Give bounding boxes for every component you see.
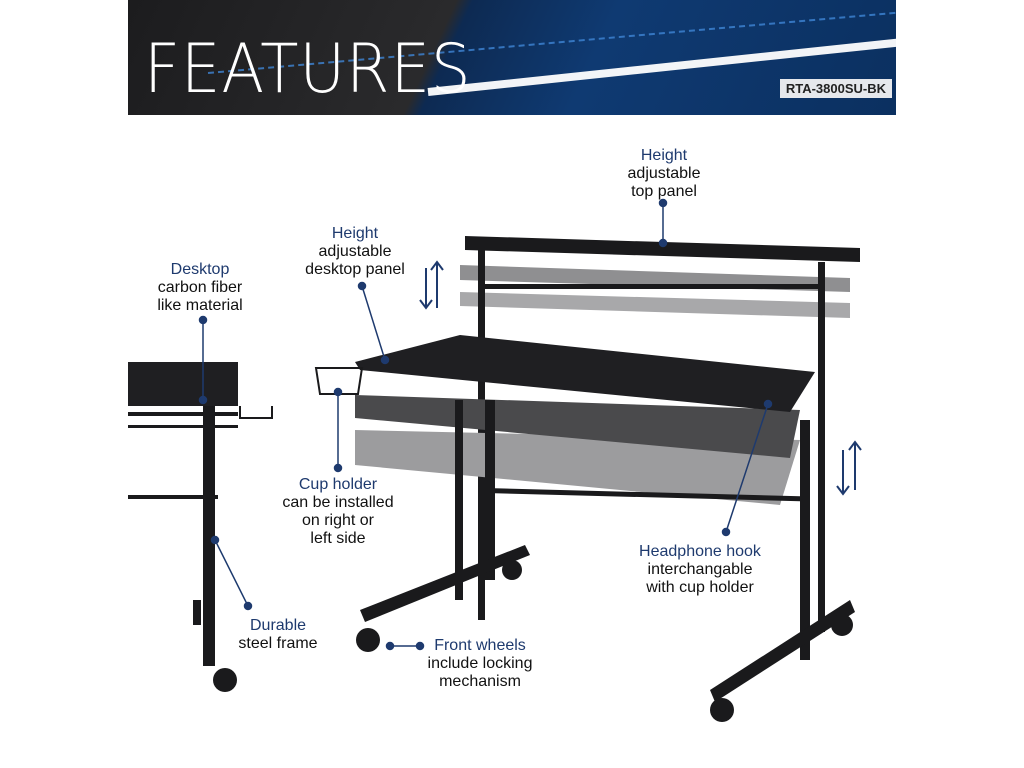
feature-title: Durable bbox=[249, 617, 307, 634]
features-banner: FEATURES RTA-3800SU-BK bbox=[128, 0, 896, 115]
feature-text: adjustable bbox=[627, 165, 701, 182]
feature-text: interchangable bbox=[647, 561, 753, 578]
feature-title: Height bbox=[331, 225, 379, 242]
feature-text: with cup holder bbox=[646, 579, 754, 596]
adjust-arrows-top bbox=[419, 260, 444, 310]
top-panel bbox=[465, 236, 860, 262]
feature-desktop-panel: Height adjustable desktop panel bbox=[290, 225, 420, 279]
feature-text: include locking bbox=[427, 655, 533, 672]
wheel bbox=[502, 560, 522, 580]
side-frame-post bbox=[203, 406, 215, 666]
left-foot bbox=[360, 545, 530, 622]
keyboard-shelf bbox=[355, 395, 800, 458]
adjust-arrows-bottom bbox=[836, 440, 862, 496]
feature-title: Headphone hook bbox=[639, 543, 761, 560]
feature-front-wheels: Front wheels include locking mechanism bbox=[415, 637, 545, 691]
sku-badge: RTA-3800SU-BK bbox=[779, 79, 892, 98]
banner-title: FEATURES bbox=[144, 30, 472, 109]
feature-desktop-material: Desktop carbon fiber like material bbox=[140, 261, 260, 315]
right-foot bbox=[710, 600, 855, 702]
feature-text: desktop panel bbox=[305, 261, 405, 278]
right-front-post bbox=[800, 420, 810, 660]
wheel bbox=[831, 614, 853, 636]
feature-text: like material bbox=[157, 297, 243, 314]
feature-text: adjustable bbox=[318, 243, 392, 260]
feature-title: Height bbox=[640, 147, 688, 164]
feature-text: can be installed bbox=[282, 494, 394, 511]
right-back-post bbox=[818, 262, 825, 632]
feature-text: carbon fiber bbox=[157, 279, 243, 296]
cup-holder bbox=[314, 367, 364, 395]
feature-title: Cup holder bbox=[298, 476, 378, 493]
feature-text: on right or bbox=[301, 512, 375, 529]
ghost-desktop-panel bbox=[355, 430, 800, 505]
feature-headphone-hook: Headphone hook interchangable with cup h… bbox=[625, 543, 775, 597]
feature-title: Front wheels bbox=[434, 637, 526, 654]
feature-steel-frame: Durable steel frame bbox=[228, 617, 328, 653]
wheel bbox=[213, 668, 237, 692]
feature-title: Desktop bbox=[170, 261, 230, 278]
wheel bbox=[356, 628, 380, 652]
desktop-panel bbox=[355, 335, 815, 412]
side-headphone-hook bbox=[239, 406, 273, 419]
feature-text: left side bbox=[310, 530, 366, 547]
ghost-top-panel-2 bbox=[460, 292, 850, 318]
feature-text: mechanism bbox=[439, 673, 521, 690]
wheel bbox=[710, 698, 734, 722]
side-desktop bbox=[128, 362, 238, 406]
feature-cup-holder: Cup holder can be installed on right or … bbox=[268, 476, 408, 548]
feature-top-panel: Height adjustable top panel bbox=[600, 147, 728, 201]
feature-text: steel frame bbox=[238, 635, 318, 652]
feature-text: top panel bbox=[631, 183, 697, 200]
